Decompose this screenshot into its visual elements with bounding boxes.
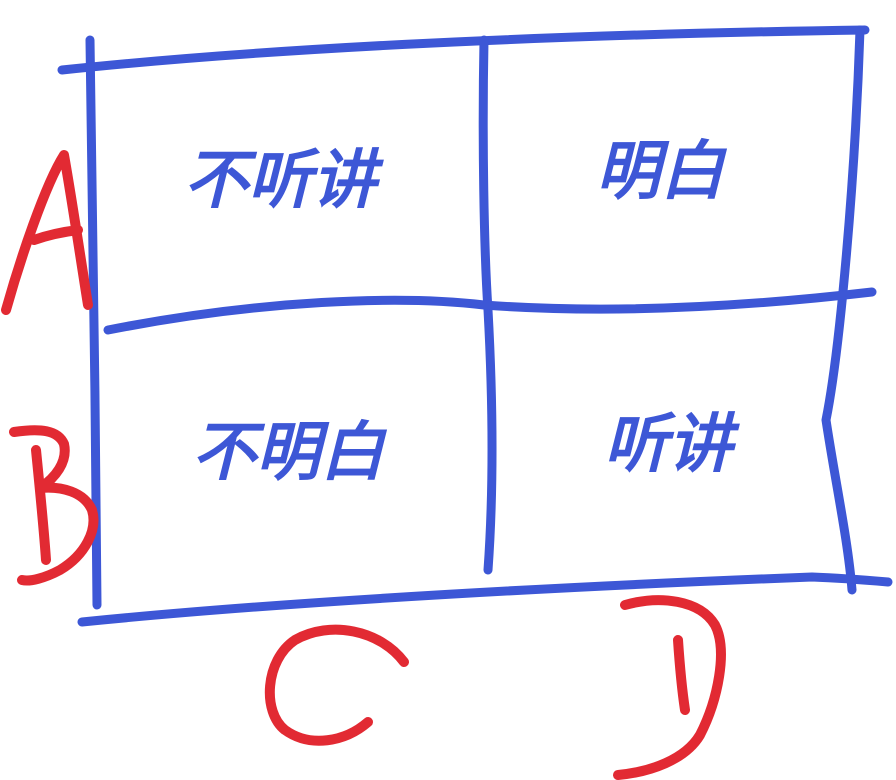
grid-top-line: [57, 25, 870, 75]
cell-bottom-right: 听讲: [604, 408, 740, 482]
column-label-d-text: D: [670, 682, 678, 693]
column-label-c-text: C: [330, 682, 337, 693]
cell-labels: 不听讲 明白 不明白 听讲: [184, 135, 740, 490]
grid-middle-vertical-line: [478, 35, 497, 575]
cell-top-left: 不听讲: [184, 144, 384, 218]
cell-bottom-left: 不明白: [192, 416, 388, 490]
grid-right-line: [821, 25, 865, 595]
row-label-b-text: B: [50, 497, 57, 508]
cell-top-right: 明白: [596, 135, 728, 209]
row-label-b: [9, 425, 99, 586]
grid: [57, 25, 893, 627]
column-label-c: [264, 624, 409, 746]
grid-bottom-line: [77, 572, 893, 627]
grid-middle-horizontal-line: [103, 287, 877, 335]
row-label-a-text: A: [45, 232, 52, 243]
handwritten-labels: [1, 150, 726, 780]
row-label-a: [1, 150, 93, 315]
column-label-d: [613, 595, 726, 780]
